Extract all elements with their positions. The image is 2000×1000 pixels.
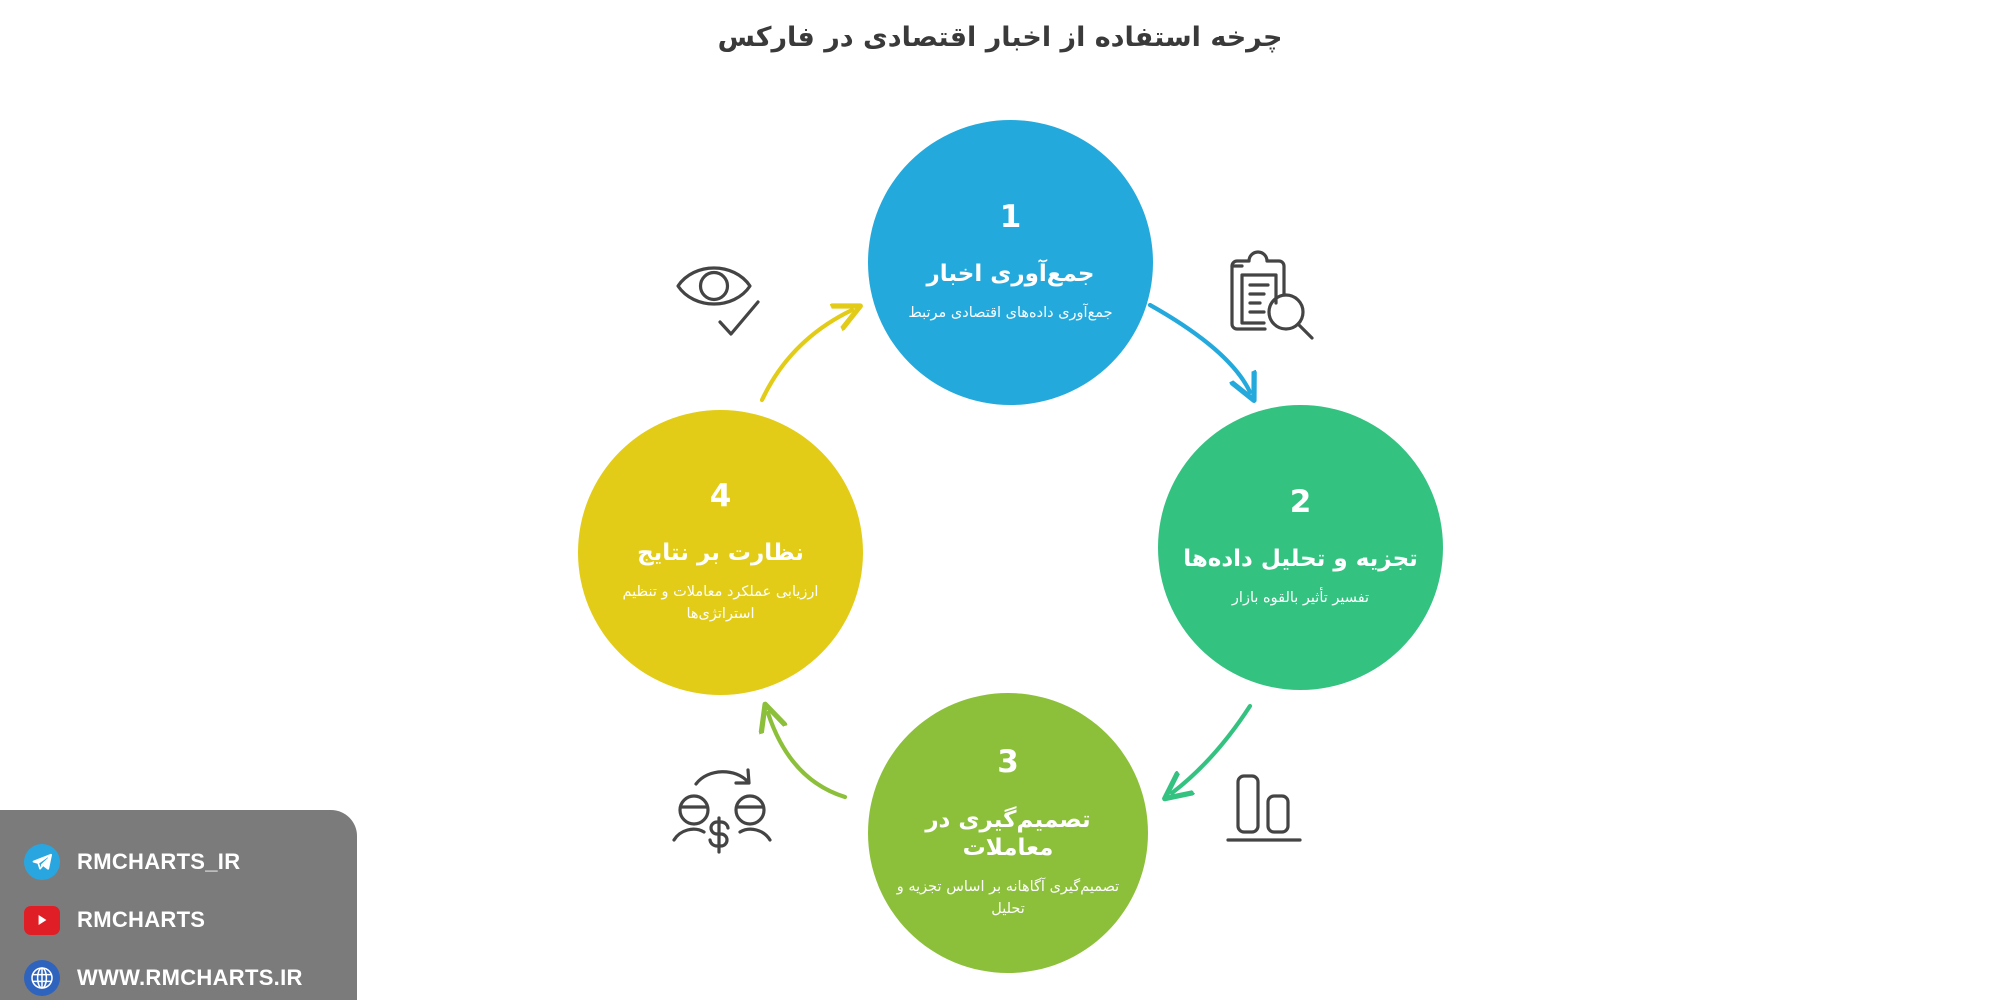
step-title: تصمیم‌گیری در معاملات: [925, 806, 1091, 862]
watermark-row-telegram[interactable]: RMCHARTS_IR: [24, 836, 357, 888]
eye-check-icon: [672, 250, 780, 350]
step-subtitle: تصمیم‌گیری آگاهانه بر اساس تجزیه و تحلیل: [896, 879, 1120, 917]
step-number: 1: [999, 199, 1022, 236]
step-number: 2: [1289, 484, 1312, 521]
youtube-icon: [24, 902, 60, 938]
step-title: نظارت بر نتایج: [637, 540, 804, 567]
watermark-row-website[interactable]: WWW.RMCHARTS.IR: [24, 952, 357, 1000]
step-title: تجزیه و تحلیل داده‌ها: [1183, 546, 1418, 573]
step-number: 3: [997, 744, 1019, 781]
arrow-step3-to-step4: [768, 713, 848, 800]
step-title: جمع‌آوری اخبار: [926, 261, 1095, 288]
step-circle-3[interactable]: 3 تصمیم‌گیری در معاملات تصمیم‌گیری آگاها…: [868, 693, 1148, 973]
clipboard-search-icon: [1222, 250, 1318, 350]
page-title: چرخه استفاده از اخبار اقتصادی در فارکس: [717, 22, 1283, 53]
step-subtitle: تفسیر تأثیر بالقوه بازار: [1231, 590, 1370, 607]
step-circle-1[interactable]: 1 جمع‌آوری اخبار جمع‌آوری داده‌های اقتصا…: [868, 120, 1153, 405]
telegram-handle: RMCHARTS_IR: [77, 849, 241, 874]
website-url: WWW.RMCHARTS.IR: [77, 965, 303, 990]
watermark-row-youtube[interactable]: RMCHARTS: [24, 894, 357, 946]
globe-icon: [24, 960, 60, 996]
youtube-channel: RMCHARTS: [77, 907, 206, 932]
step-circle-2[interactable]: 2 تجزیه و تحلیل داده‌ها تفسیر تأثیر بالق…: [1158, 405, 1443, 690]
telegram-icon: [24, 844, 60, 880]
watermark-panel: RMCHARTS_IR RMCHARTS: [0, 810, 357, 1000]
step-circle-4[interactable]: 4 نظارت بر نتایج ارزیابی عملکرد معاملات …: [578, 410, 863, 695]
money-exchange-icon: [672, 766, 772, 862]
step-subtitle: ارزیابی عملکرد معاملات و تنظیم استراتژی‌…: [622, 584, 819, 622]
step-subtitle: جمع‌آوری داده‌های اقتصادی مرتبط: [908, 305, 1113, 322]
step-number: 4: [709, 478, 732, 515]
bar-chart-icon: [1222, 768, 1306, 856]
